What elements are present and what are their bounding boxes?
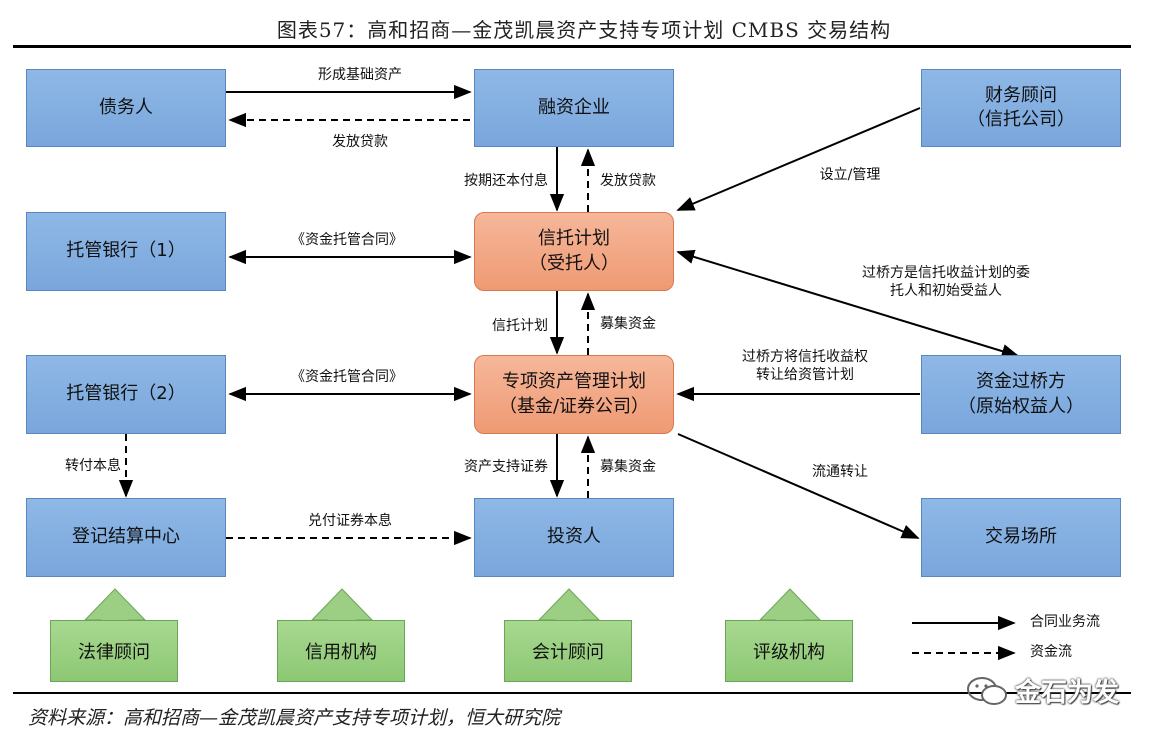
label-abs: 资产支持证券	[464, 459, 548, 475]
source-note: 资料来源：高和招商—金茂凯晨资产支持专项计划，恒大研究院	[28, 707, 561, 729]
node-custody-bank-2: 托管银行（2）	[26, 355, 226, 434]
arrow-setup-manage	[676, 107, 921, 211]
label-raise-funds-1: 募集资金	[600, 316, 656, 332]
label-bridge-transfer: 过桥方将信托收益权 转让给资管计划	[742, 349, 868, 384]
label-transfer-interest: 转付本息	[65, 458, 121, 474]
support-role-label: 评级机构	[725, 620, 853, 682]
up-arrow-icon	[537, 588, 601, 622]
arrow-bridge-trustor	[676, 249, 1020, 359]
node-special-plan: 专项资产管理计划 （基金/证券公司）	[474, 355, 674, 434]
up-arrow-icon	[310, 588, 374, 622]
bottom-rule	[13, 692, 1131, 694]
label-repay: 按期还本付息	[464, 173, 548, 189]
node-clearing-center: 登记结算中心	[26, 498, 226, 577]
legend-fund-flow: 资金流	[1030, 644, 1072, 660]
support-role-accounting: 会计顾问	[504, 588, 634, 684]
node-investors: 投资人	[474, 498, 674, 577]
label-custody-contract-1: 《资金托管合同》	[291, 232, 403, 248]
label-custody-contract-2: 《资金托管合同》	[291, 369, 403, 385]
support-role-label: 会计顾问	[504, 620, 632, 682]
wechat-icon	[967, 677, 1007, 705]
top-rule	[13, 45, 1131, 48]
up-arrow-icon	[758, 588, 822, 622]
legend-contract-flow: 合同业务流	[1030, 614, 1100, 630]
label-bridge-trustor: 过桥方是信托收益计划的委 托人和初始受益人	[862, 265, 1030, 300]
arrow-circulation	[677, 433, 920, 539]
label-setup-manage: 设立/管理	[819, 167, 881, 183]
node-trust-plan: 信托计划 （受托人）	[474, 212, 674, 291]
label-issue-loan-1: 发放贷款	[332, 134, 388, 150]
support-role-label: 信用机构	[277, 620, 405, 682]
watermark-text: 金石为发	[1015, 678, 1120, 708]
figure-title: 图表57：高和招商—金茂凯晨资产支持专项计划 CMBS 交易结构	[276, 18, 892, 42]
support-role-legal: 法律顾问	[50, 588, 180, 684]
support-role-credit: 信用机构	[277, 588, 407, 684]
label-raise-funds-2: 募集资金	[600, 459, 656, 475]
node-custody-bank-1: 托管银行（1）	[26, 212, 226, 291]
label-trust-plan: 信托计划	[492, 318, 548, 334]
support-role-label: 法律顾问	[50, 620, 178, 682]
node-bridge-party: 资金过桥方 （原始权益人）	[921, 355, 1121, 434]
up-arrow-icon	[83, 588, 147, 622]
node-financing-company: 融资企业	[474, 69, 674, 147]
node-debtor: 债务人	[26, 69, 226, 147]
label-form-assets: 形成基础资产	[318, 67, 402, 83]
label-circulation: 流通转让	[812, 464, 868, 480]
node-financial-advisor: 财务顾问 （信托公司）	[921, 69, 1121, 147]
support-role-rating: 评级机构	[725, 588, 855, 684]
label-issue-loan-2: 发放贷款	[600, 173, 656, 189]
label-pay-securities: 兑付证券本息	[308, 513, 392, 529]
node-exchange: 交易场所	[921, 498, 1121, 577]
